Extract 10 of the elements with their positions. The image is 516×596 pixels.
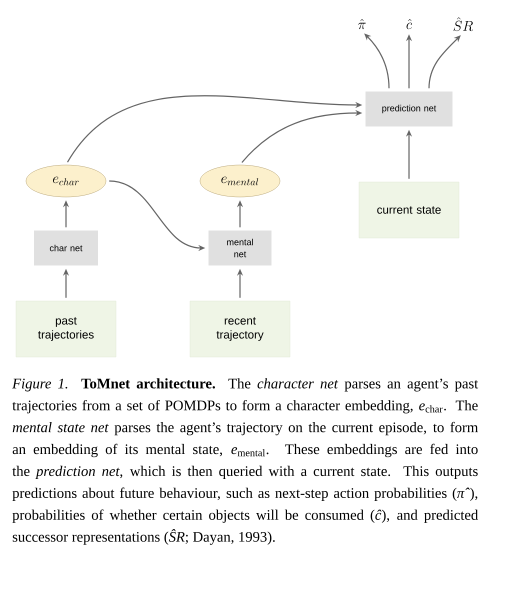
input-box: recent trajectory [190, 300, 290, 358]
input-box: past trajectories [16, 300, 116, 358]
figure-caption: Figure 1. ToMnet architecture. The character net parses an agent’s past trajectories from a set of POMDPs to form a character embedding, e$_{char}$. The mental state net parses the agent’s trajectory on the current episode, to form an embedding of its mental state, e$_{mental}$. These embeddings are fed into the prediction net, which is then queried with a current state. This outputs predictions about future behaviour, such as next-step action probabilities (π̂), probabilities of whether certain objects will be consumed (ĉ), and predicted successor representations (ŜR; Dayan, 1993). [12, 378, 478, 545]
input-box: current state [358, 182, 460, 238]
network-box: prediction net [366, 92, 452, 126]
output-symbol: $\hat{S}R$ [454, 17, 473, 32]
output-symbol: $\hat{c}$ [406, 19, 412, 30]
network-box: char net [34, 230, 98, 266]
output-symbol: $\hat{\pi}$ [358, 19, 366, 30]
network-box: mental net [208, 230, 272, 266]
